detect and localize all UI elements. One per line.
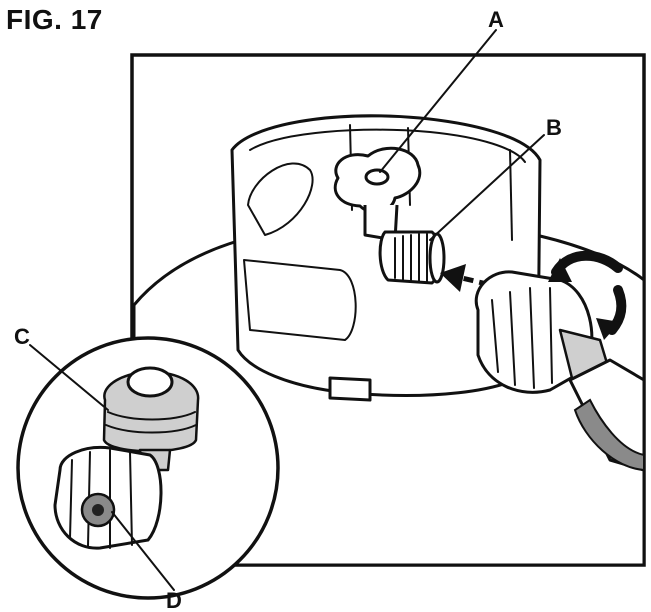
collar-cutout-left bbox=[247, 162, 314, 236]
callout-a: A bbox=[488, 7, 504, 32]
inset-inlet-center bbox=[92, 504, 104, 516]
leader-line-b bbox=[429, 134, 545, 241]
rotation-arrow-top-head bbox=[548, 258, 572, 282]
callout-b: B bbox=[546, 115, 562, 140]
outlet-threads bbox=[394, 233, 428, 283]
coupling-nut-ribs bbox=[491, 287, 553, 389]
handwheel-hub bbox=[364, 168, 390, 186]
leader-line-a bbox=[379, 29, 497, 173]
leader-line-c bbox=[29, 344, 109, 411]
regulator-coupling bbox=[474, 270, 646, 472]
inset-regulator-cap bbox=[126, 366, 174, 398]
leader-lines bbox=[29, 29, 545, 591]
inset-regulator-band bbox=[107, 411, 196, 421]
rotation-arrows bbox=[548, 250, 627, 340]
leader-line-d bbox=[111, 511, 175, 591]
callout-d: D bbox=[166, 588, 182, 612]
collar-foot bbox=[328, 376, 372, 402]
rotation-arrow-bottom-head bbox=[596, 318, 620, 340]
insertion-arrow-head bbox=[440, 264, 466, 292]
collar-cutout-window bbox=[243, 259, 357, 341]
coupling-nut bbox=[474, 270, 594, 394]
inset-regulator-band-2 bbox=[105, 424, 197, 434]
collar-rim bbox=[249, 128, 526, 163]
hose bbox=[573, 398, 645, 472]
threaded-valve-outlet bbox=[378, 230, 446, 285]
callout-c: C bbox=[14, 324, 30, 349]
detail-inset bbox=[16, 336, 280, 600]
figure-title: FIG. 17 bbox=[6, 4, 103, 35]
